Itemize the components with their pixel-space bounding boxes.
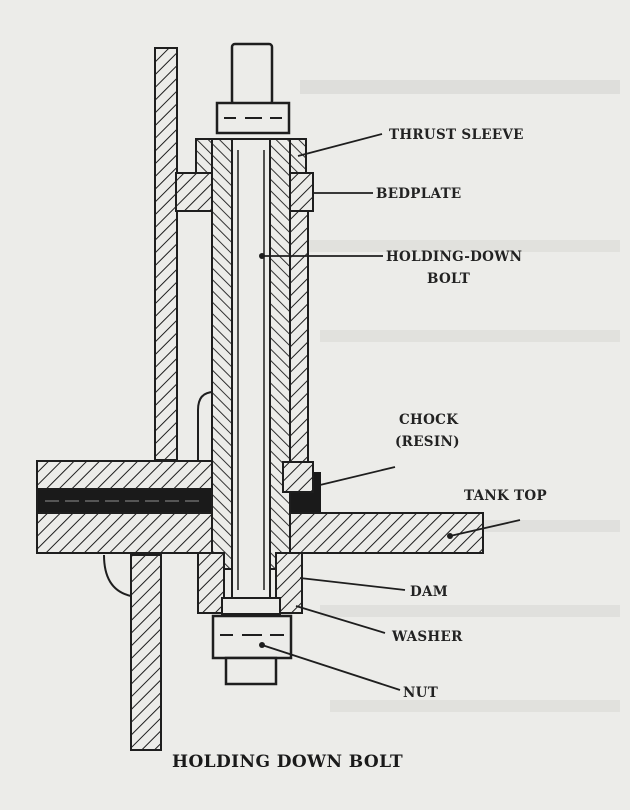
web-plate-lower xyxy=(130,554,162,751)
lower-bracket-arc xyxy=(103,554,132,597)
bracket-arc xyxy=(197,391,215,462)
figure-caption: HOLDING DOWN BOLT xyxy=(172,752,403,772)
tank-top-plate xyxy=(36,512,484,554)
show-through-text xyxy=(290,80,620,712)
label-chock-line1: CHOCK xyxy=(399,412,459,428)
label-bedplate: BEDPLATE xyxy=(376,186,462,202)
label-tank-top: TANK TOP xyxy=(464,488,547,504)
leader-lines xyxy=(261,133,521,691)
label-dam: DAM xyxy=(410,584,448,600)
tank-top-leader-dot xyxy=(447,533,453,539)
label-holding-down-bolt-line2: BOLT xyxy=(427,271,470,287)
bedplate-section xyxy=(36,460,216,490)
label-chock-line2: (RESIN) xyxy=(395,434,460,450)
label-washer: WASHER xyxy=(391,629,463,645)
bolt-assembly xyxy=(175,42,314,686)
label-nut: NUT xyxy=(403,685,438,701)
label-thrust-sleeve: THRUST SLEEVE xyxy=(389,127,524,143)
web-plate-upper xyxy=(154,47,178,461)
label-holding-down-bolt-line1: HOLDING-DOWN xyxy=(386,249,522,265)
